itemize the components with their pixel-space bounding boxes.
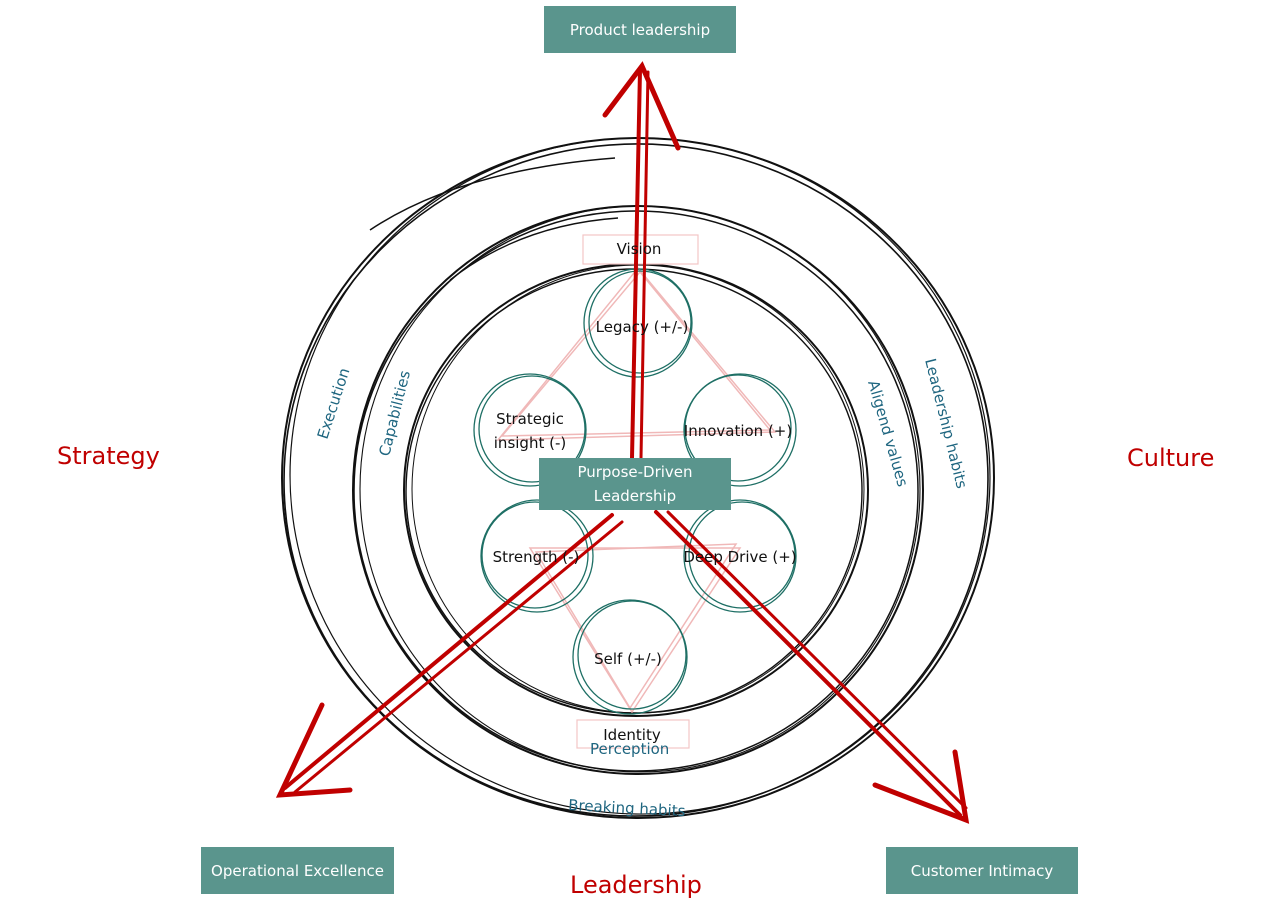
arrow-to-customer-intimacy bbox=[654, 510, 970, 824]
ring-label-leadership-habits: Leadership habits bbox=[921, 357, 971, 491]
node-legacy-label: Legacy (+/-) bbox=[596, 318, 689, 336]
node-strength-label: Strength (-) bbox=[493, 548, 580, 566]
triangle-down bbox=[528, 543, 742, 714]
node-strategic-insight-label-2: insight (-) bbox=[494, 434, 566, 452]
pillar-culture: Culture bbox=[1127, 444, 1215, 472]
node-innovation-label: Innovation (+) bbox=[684, 422, 792, 440]
ring-label-aligend-values: Aligend values bbox=[864, 378, 912, 489]
node-legacy-circle bbox=[583, 268, 693, 378]
center-purpose-driven-leadership: Purpose-Driven Leadership bbox=[539, 458, 731, 510]
triangle-up bbox=[496, 266, 777, 441]
node-innovation-circle bbox=[683, 373, 797, 487]
node-strategic-insight-label-1: Strategic bbox=[496, 410, 564, 428]
node-self-label: Self (+/-) bbox=[594, 650, 662, 668]
arrow-to-operational-excellence bbox=[275, 513, 624, 798]
ring-label-execution: Execution bbox=[314, 366, 354, 442]
ring-label-perception: Perception bbox=[590, 740, 669, 758]
node-strength-circle bbox=[480, 499, 594, 613]
outcome-operational-excellence-label: Operational Excellence bbox=[211, 861, 384, 880]
node-deep-drive-label: Deep Drive (+) bbox=[683, 548, 796, 566]
node-strategic-insight-circle bbox=[473, 373, 587, 487]
ring-label-breaking-habits: Breaking habits bbox=[568, 796, 686, 820]
outcome-product-leadership: Product leadership bbox=[544, 6, 736, 53]
identity-frame bbox=[576, 719, 690, 749]
center-label-line-1: Purpose-Driven bbox=[577, 463, 693, 481]
outcome-product-leadership-label: Product leadership bbox=[569, 20, 711, 39]
outcome-customer-intimacy-label: Customer Intimacy bbox=[910, 861, 1054, 880]
center-label-line-2: Leadership bbox=[593, 487, 677, 505]
outcome-customer-intimacy: Customer Intimacy bbox=[886, 847, 1078, 894]
node-self-circle bbox=[572, 599, 688, 715]
axis-label-identity: Identity bbox=[603, 726, 661, 744]
pillar-leadership: Leadership bbox=[570, 871, 702, 899]
pillar-strategy: Strategy bbox=[57, 442, 160, 470]
axis-label-vision: Vision bbox=[617, 240, 662, 258]
node-deep-drive-circle bbox=[683, 499, 797, 613]
outcome-operational-excellence: Operational Excellence bbox=[201, 847, 394, 894]
vision-frame bbox=[582, 234, 699, 265]
arrow-to-product-leadership bbox=[602, 61, 681, 460]
